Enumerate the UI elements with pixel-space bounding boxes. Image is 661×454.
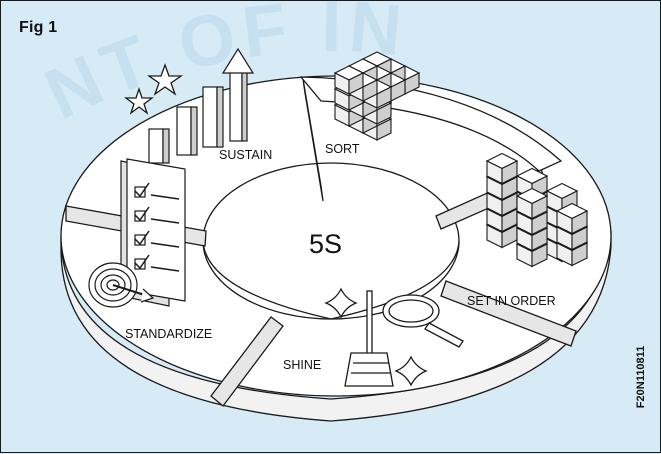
label-shine: SHINE [283, 358, 321, 372]
label-standardize: STANDARDIZE [125, 327, 212, 341]
label-sort: SORT [325, 142, 360, 156]
figure-title: Fig 1 [19, 19, 57, 37]
figure-code: F20N110811 [635, 332, 647, 422]
center-label: 5S [309, 229, 342, 259]
label-sustain: SUSTAIN [219, 148, 272, 162]
label-set-in-order: SET IN ORDER [467, 294, 556, 308]
